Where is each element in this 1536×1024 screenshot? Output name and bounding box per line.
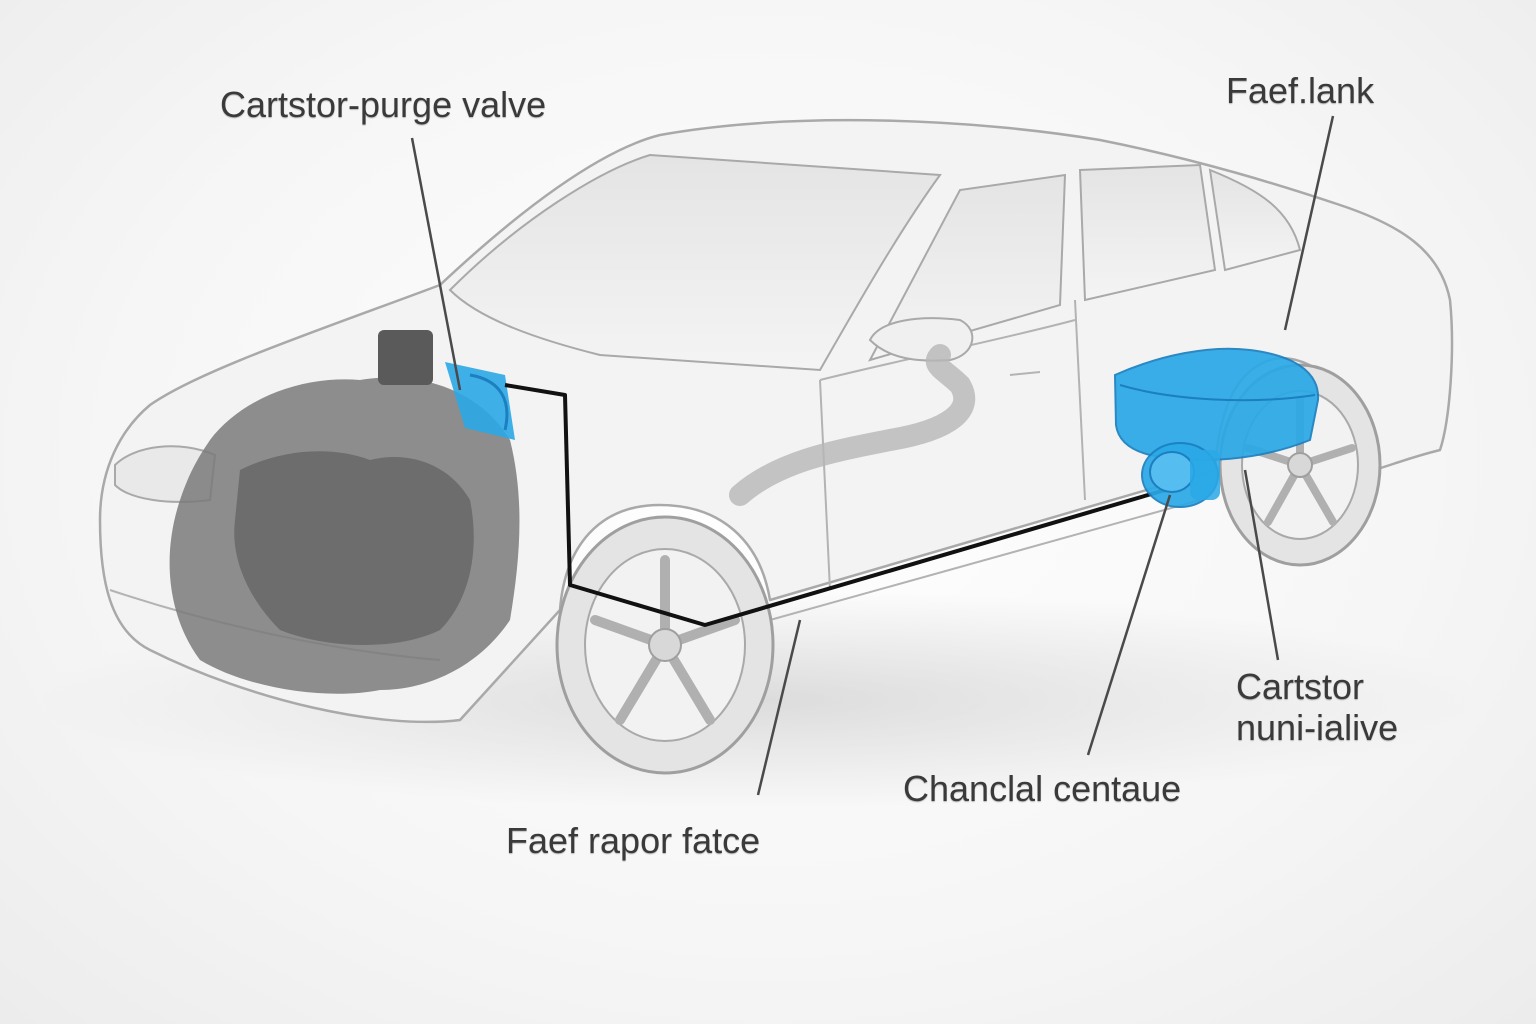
engine-block (169, 330, 520, 694)
car-windows (448, 153, 1302, 372)
label-canister-line1: Cartstor (1236, 666, 1365, 707)
label-fuel-tank: Faef.lank (1226, 70, 1375, 111)
vapor-trail (729, 344, 976, 506)
label-fuel-vapor-line: Faef rapor fatce (506, 820, 761, 861)
leader-vapor (756, 619, 802, 796)
label-canister-valve: Cartstor nuni-ialive (1236, 666, 1398, 749)
label-canister-line2: nuni-ialive (1236, 707, 1399, 749)
charcoal-canister (1141, 442, 1220, 508)
front-wheel (555, 515, 775, 775)
label-charcoal-canister: Chanclal centaue (903, 768, 1182, 809)
fuel-vapor-line (504, 383, 1166, 627)
leader-purge-valve (410, 137, 462, 391)
leader-canister-valve (1243, 469, 1280, 661)
fuel-tank (1113, 347, 1320, 461)
purge-valve (445, 362, 515, 440)
leader-lines (410, 115, 1335, 796)
label-purge-valve: Cartstor-purge valve (220, 84, 547, 125)
leader-fuel-tank (1283, 115, 1335, 331)
leader-charcoal (1086, 494, 1172, 756)
